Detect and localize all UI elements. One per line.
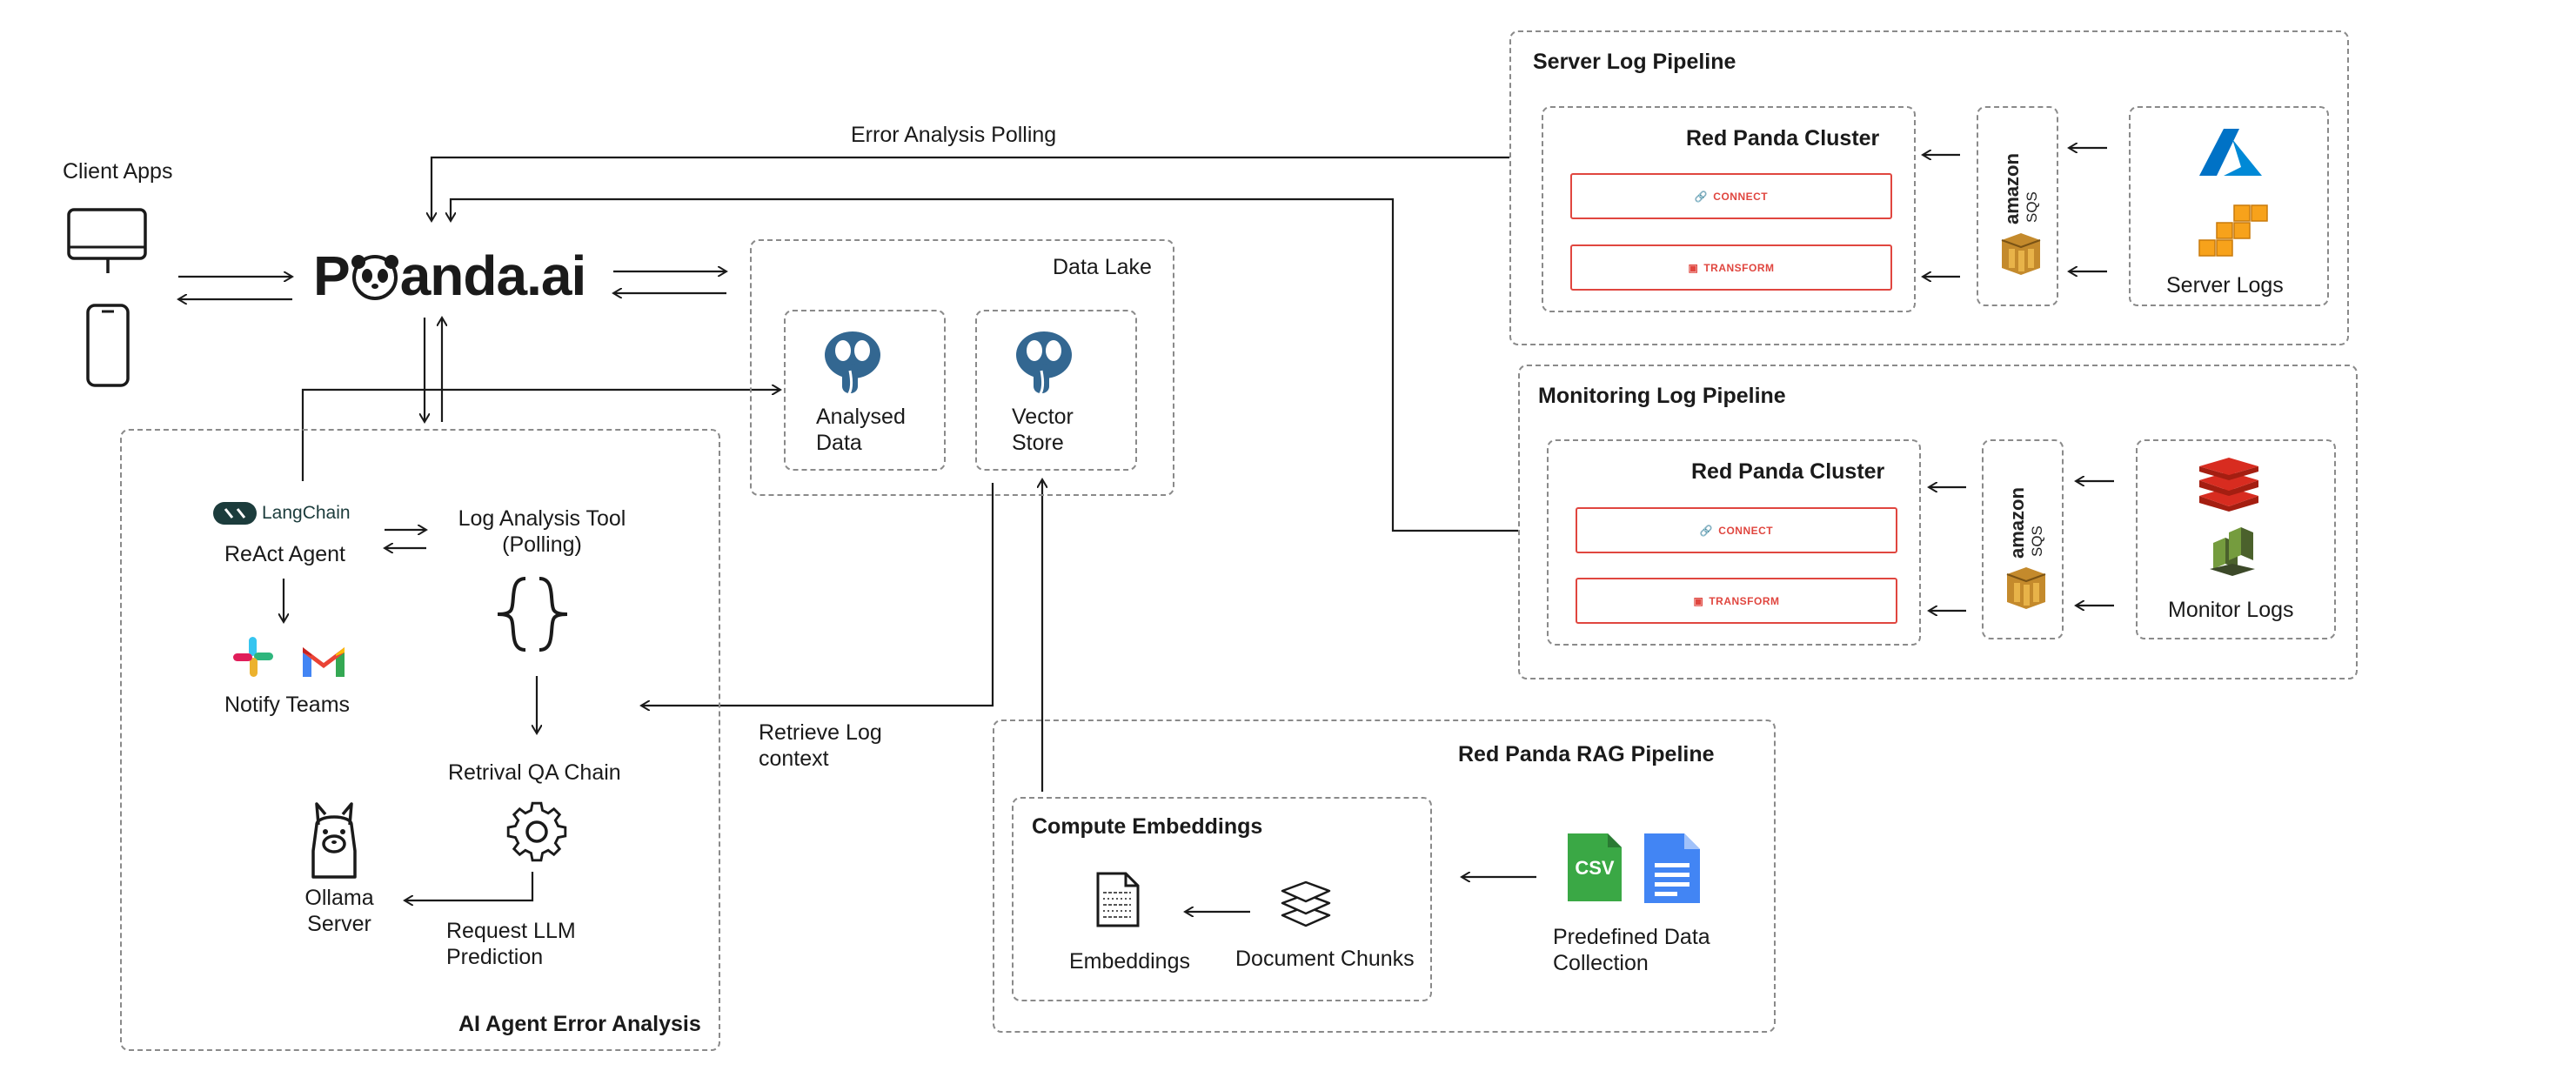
request-llm-label: Request LLM Prediction [446, 919, 576, 969]
log-tool-label: Log Analysis Tool (Polling) [458, 506, 626, 557]
monitor-sqs-brand: amazon [2006, 487, 2028, 559]
embeddings-label: Embeddings [1069, 949, 1190, 974]
server-logs-label: Server Logs [2166, 273, 2284, 298]
monitor-transform-label: TRANSFORM [1709, 594, 1780, 607]
monitor-pipeline-title: Monitoring Log Pipeline [1538, 384, 1786, 408]
server-pipeline-title: Server Log Pipeline [1533, 50, 1736, 74]
server-transform-button[interactable]: ▣ TRANSFORM [1570, 244, 1892, 291]
link-icon: 🔗 [1694, 190, 1709, 203]
server-sources-node [2129, 106, 2329, 306]
error-polling-label: Error Analysis Polling [851, 123, 1057, 147]
compute-embeddings-group [1012, 797, 1432, 1001]
monitor-cluster-label: Red Panda Cluster [1691, 459, 1885, 484]
server-connect-label: CONNECT [1713, 190, 1769, 203]
arrow-monitor-error-polling [451, 197, 1518, 532]
binary-file-icon [1096, 872, 1140, 927]
arrow-retrival-to-ollama [405, 872, 534, 900]
monitor-transform-button[interactable]: ▣ TRANSFORM [1576, 578, 1897, 624]
monitor-pipeline-group [1518, 365, 2358, 679]
monitor-connect-button[interactable]: 🔗 CONNECT [1576, 507, 1897, 553]
curly-braces-icon [497, 577, 568, 652]
link-icon: 🔗 [1699, 524, 1714, 537]
server-transform-label: TRANSFORM [1703, 261, 1775, 274]
rag-pipeline-group [993, 720, 1776, 1033]
cloudwatch-icon [2210, 527, 2255, 576]
document-chunks-label: Document Chunks [1235, 947, 1415, 971]
server-pipeline-group [1509, 30, 2349, 345]
google-docs-icon [1644, 833, 1700, 903]
csv-file-icon: CSV [1566, 832, 1623, 903]
ollama-server-label: Ollama Server [304, 886, 374, 936]
postgresql-icon [825, 331, 880, 396]
client-apps-title: Client Apps [63, 159, 173, 184]
slack-icon [233, 637, 273, 677]
server-redpanda-cluster [1542, 106, 1916, 312]
retrieve-context-label: Retrieve Log context [759, 720, 882, 771]
data-lake-group [750, 239, 1174, 496]
retrival-qa-label: Retrival QA Chain [448, 760, 621, 785]
postgresql-icon [1016, 331, 1072, 396]
predefined-data-label: Predefined Data Collection [1553, 925, 1710, 975]
sqs-box-icon [2001, 233, 2041, 275]
vector-store-node [975, 310, 1137, 471]
arrow-server-error-polling [432, 156, 1509, 221]
server-connect-button[interactable]: 🔗 CONNECT [1570, 173, 1892, 219]
gear-icon [506, 801, 567, 862]
data-lake-title: Data Lake [1053, 255, 1152, 279]
monitor-connect-label: CONNECT [1718, 524, 1774, 537]
server-cluster-label: Red Panda Cluster [1686, 126, 1880, 151]
compute-embeddings-title: Compute Embeddings [1032, 814, 1263, 839]
monitor-sqs-node [1982, 439, 2064, 639]
langchain-logo: LangChain [213, 502, 351, 525]
server-sqs-name: SQS [2024, 191, 2040, 223]
rag-pipeline-title: Red Panda RAG Pipeline [1458, 742, 1715, 766]
vector-store-label: Vector Store [1012, 405, 1074, 455]
agent-title: AI Agent Error Analysis [458, 1012, 701, 1036]
langchain-label: LangChain [262, 503, 351, 523]
monitor-sqs-name: SQS [2029, 525, 2045, 557]
analysed-data-node [784, 310, 946, 471]
sqs-box-icon [2006, 567, 2046, 609]
mobile-phone-icon [86, 304, 130, 387]
analysed-data-label: Analysed Data [816, 405, 906, 455]
panda-face-icon [350, 255, 400, 302]
server-sqs-brand: amazon [2001, 153, 2023, 224]
monitor-logs-label: Monitor Logs [2168, 598, 2294, 622]
monitor-sources-node [2136, 439, 2336, 639]
llama-icon [311, 802, 357, 879]
arrow-vector-to-tool [641, 483, 994, 706]
azure-icon [2199, 129, 2262, 176]
transform-icon: ▣ [1693, 594, 1704, 607]
redis-icon [2199, 458, 2258, 512]
arrow-agent-to-analysed [301, 390, 780, 481]
server-sqs-node [1977, 106, 2058, 306]
gmail-icon [303, 647, 345, 677]
react-agent-label: ReAct Agent [224, 542, 345, 566]
transform-icon: ▣ [1688, 261, 1699, 274]
agent-group [120, 429, 720, 1051]
monitor-redpanda-cluster [1547, 439, 1921, 646]
aws-icon [2198, 204, 2268, 257]
langchain-icon [213, 502, 257, 525]
brand-suffix: anda.ai [399, 244, 587, 307]
brand-prefix: P [313, 244, 351, 307]
desktop-icon [67, 208, 147, 273]
csv-label: CSV [1575, 857, 1615, 879]
layers-icon [1281, 880, 1331, 927]
notify-teams-label: Notify Teams [224, 693, 351, 717]
brand-logo: P anda.ai [313, 244, 587, 308]
